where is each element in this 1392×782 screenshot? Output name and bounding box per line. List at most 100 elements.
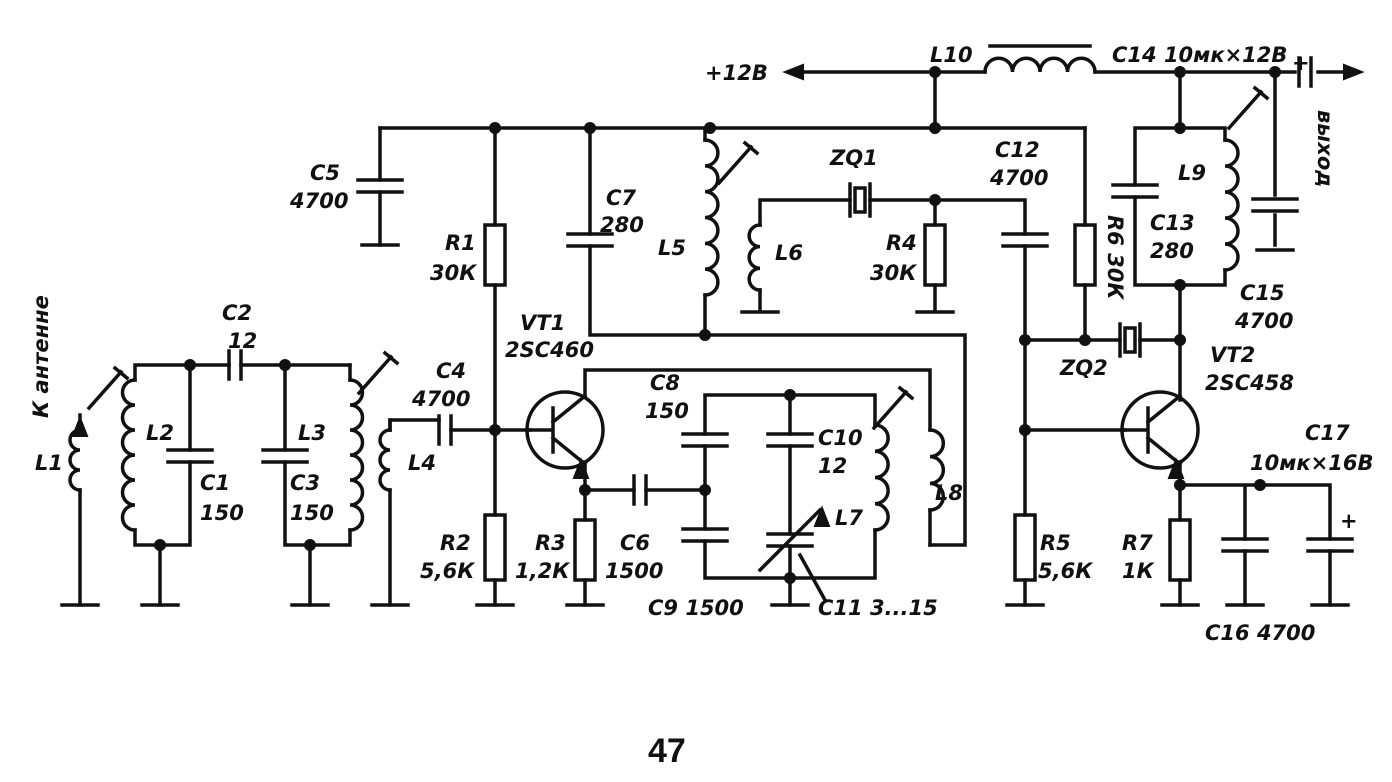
junction-dot <box>1174 334 1186 346</box>
L5-tuning <box>716 140 760 186</box>
value-C2: 12 <box>228 329 257 353</box>
L9-tuning <box>1226 85 1270 131</box>
transistor-VT2-leads <box>1120 393 1183 467</box>
wire <box>583 368 932 547</box>
junction-dot <box>1174 122 1186 134</box>
value-C10: 12 <box>818 454 847 478</box>
label-C17: C17 <box>1305 421 1350 445</box>
value-R4: 30К <box>870 261 917 285</box>
inductor-L7 <box>873 423 890 532</box>
value-C6: 1500 <box>605 559 663 583</box>
capacitor-C14 <box>1297 56 1313 88</box>
wire <box>758 198 1027 607</box>
label-R4: R4 <box>886 231 917 255</box>
label-C2: C2 <box>222 301 252 325</box>
inductor-L1 <box>68 428 82 492</box>
label-VT2: VT2 <box>1210 343 1255 367</box>
label-C8: C8 <box>650 371 680 395</box>
label-C7: C7 <box>606 186 636 210</box>
label-C10: C10 <box>818 426 863 450</box>
wire <box>133 363 352 607</box>
inductor-L5 <box>703 138 720 297</box>
label-C4: C4 <box>436 359 466 383</box>
inductor-L9 <box>1223 138 1240 272</box>
wire <box>588 126 967 547</box>
C11-arrowhead <box>813 505 831 527</box>
value-R2: 5,6К <box>420 559 475 583</box>
value-C3: 150 <box>290 501 334 525</box>
capacitor-C15 <box>1251 197 1299 213</box>
label-R7: R7 <box>1122 531 1153 555</box>
inductor-L6 <box>747 223 762 292</box>
capacitor-C13 <box>1111 183 1159 199</box>
label-R5: R5 <box>1040 531 1071 555</box>
junction-dot <box>1174 279 1186 291</box>
label-R2: R2 <box>440 531 471 555</box>
junction-dot <box>784 389 796 401</box>
value-R7: 1К <box>1122 559 1155 583</box>
c14-plus: + <box>1292 51 1310 75</box>
resistor-R7 <box>1168 518 1192 582</box>
resistor-R3 <box>573 518 597 582</box>
label-C5: C5 <box>310 161 340 185</box>
label-VT1: VT1 <box>520 311 565 335</box>
capacitor-C12 <box>1001 232 1049 248</box>
junction-dot <box>929 194 941 206</box>
junction-dot <box>929 122 941 134</box>
label-C3: C3 <box>290 471 320 495</box>
wires <box>78 66 1352 607</box>
capacitor-C2 <box>227 349 243 381</box>
label-L7: L7 <box>835 506 863 530</box>
junction-dot <box>1174 479 1186 491</box>
c17-plus: + <box>1340 509 1358 533</box>
junction-dot <box>304 539 316 551</box>
label-C14: C14 10мк×12В <box>1112 43 1287 67</box>
label-R6: R6 30К <box>1103 215 1127 300</box>
label-C16: C16 4700 <box>1205 621 1315 645</box>
label-C1: C1 <box>200 471 230 495</box>
junction-dot <box>1079 334 1091 346</box>
value-C12: 4700 <box>989 166 1048 190</box>
resistor-R4 <box>923 223 947 287</box>
label-C15: C15 <box>1240 281 1285 305</box>
junction-dot <box>704 122 716 134</box>
label-C12: C12 <box>995 138 1040 162</box>
capacitor-C8 <box>681 432 729 448</box>
supply-arrow <box>782 63 804 81</box>
capacitor-C1 <box>166 448 214 464</box>
capacitor-C3 <box>261 448 309 464</box>
resistor-R2 <box>483 513 507 582</box>
value-C17: 10мк×16В <box>1250 451 1373 475</box>
resistor-R6 <box>1073 223 1097 287</box>
capacitor-C10 <box>766 432 814 448</box>
wire <box>378 70 1277 247</box>
inductor-L2 <box>120 378 137 532</box>
resistor-R1 <box>483 223 507 287</box>
capacitor-C6 <box>632 474 648 506</box>
antenna-label: К антенне <box>29 295 53 418</box>
junction-dot <box>699 329 711 341</box>
value-C15: 4700 <box>1234 309 1293 333</box>
label-L9: L9 <box>1178 161 1206 185</box>
C11-leader <box>797 552 828 603</box>
label-C13: C13 <box>1150 211 1195 235</box>
value-R1: 30К <box>430 261 477 285</box>
crystal-ZQ1 <box>848 182 872 218</box>
crystal-ZQ2-body <box>1123 326 1137 354</box>
label-L1: L1 <box>35 451 63 475</box>
label-L10: L10 <box>930 43 973 67</box>
label-L8: L8 <box>935 481 963 505</box>
value-C13: 280 <box>1150 239 1194 263</box>
label-R1: R1 <box>445 231 476 255</box>
capacitor-C9 <box>681 527 729 543</box>
output-label: выход <box>1313 110 1337 187</box>
capacitor-C17 <box>1306 537 1354 553</box>
label-R3: R3 <box>535 531 566 555</box>
label-C9: C9 1500 <box>648 596 744 620</box>
label-C11: C11 3...15 <box>818 596 938 620</box>
labels: +12В L10 C14 10мк×12В + выход C5 4700 R1… <box>29 43 1373 770</box>
junction-dot <box>579 484 591 496</box>
L3-tuning <box>356 350 400 396</box>
resistor-R5 <box>1013 513 1037 582</box>
label-ZQ2: ZQ2 <box>1059 356 1108 380</box>
